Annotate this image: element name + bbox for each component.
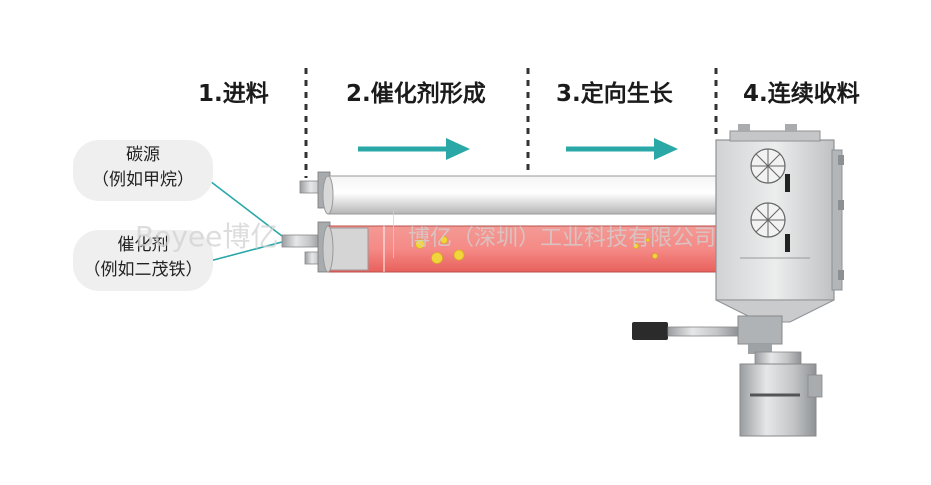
step-4-title: 4.连续收料: [743, 81, 860, 107]
step-1-title: 1.进料: [198, 81, 269, 107]
catalyst-particles: [415, 236, 658, 264]
carbon-source-name: 碳源: [126, 145, 160, 165]
step-2-title: 2.催化剂形成: [346, 81, 486, 107]
connector-lines: [205, 177, 283, 263]
catalyst-example: （例如二茂铁）: [83, 260, 203, 280]
upper-tube: [322, 175, 729, 215]
collection-cylinder: [739, 351, 823, 437]
watermark-divider: [393, 210, 394, 258]
collection-chamber: [715, 124, 844, 323]
watermark-brand: Boyee博亿: [135, 220, 279, 253]
watermark-company: 博亿（深圳）工业科技有限公司: [408, 226, 717, 251]
carbon-source-label: 碳源 （例如甲烷）: [73, 140, 213, 201]
stage-separators: [304, 68, 718, 178]
carbon-source-example: （例如甲烷）: [92, 170, 194, 190]
reaction-tube: [322, 225, 729, 273]
screw-conveyor: [632, 315, 783, 354]
flow-arrow-2: [566, 138, 678, 160]
flow-arrow-1: [358, 138, 470, 160]
step-3-title: 3.定向生长: [556, 81, 673, 107]
catalyst-name: 催化剂: [117, 235, 169, 255]
catalyst-label: 催化剂 （例如二茂铁）: [73, 230, 213, 291]
